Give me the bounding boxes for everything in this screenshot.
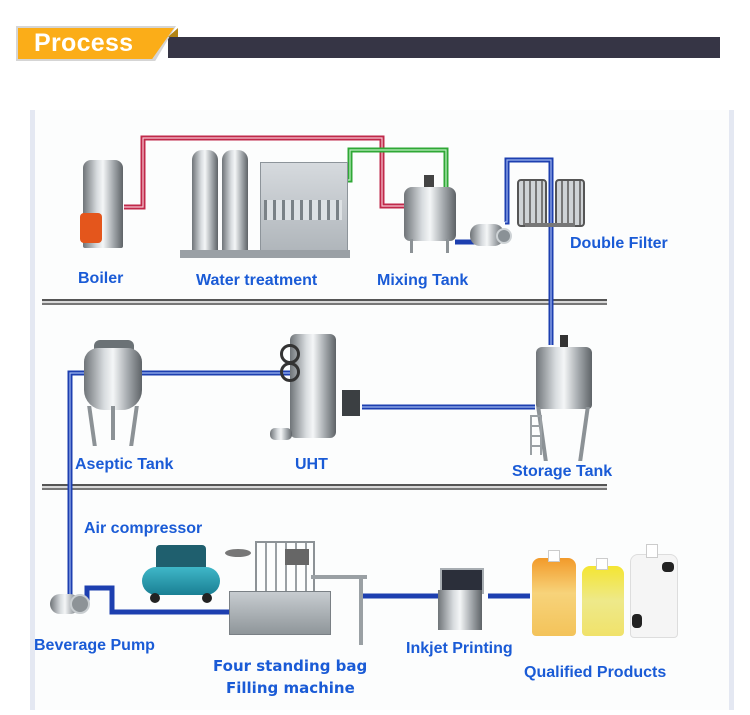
filling-machine-label-line2: Filling machine: [226, 679, 355, 697]
header-fold: [168, 28, 178, 37]
air-compressor-label: Air compressor: [84, 520, 203, 537]
beverage-pump-image: [50, 590, 90, 624]
mixing-tank-image: [402, 175, 458, 255]
page-title: Process: [34, 29, 134, 57]
qualified-products-image: [530, 540, 680, 640]
water-treatment-image: [180, 150, 350, 262]
mixing-tank-label: Mixing Tank: [377, 272, 469, 289]
boiler-label: Boiler: [78, 270, 124, 287]
aseptic-tank-image: [84, 340, 144, 450]
air-compressor-image: [142, 545, 220, 607]
filling-machine-image: [225, 535, 370, 647]
beverage-pump-label: Beverage Pump: [34, 637, 155, 654]
double-filter-label: Double Filter: [570, 235, 668, 252]
storage-tank-image: [530, 335, 594, 463]
uht-label: UHT: [295, 456, 328, 473]
row-divider: [42, 299, 607, 305]
header-bar: [168, 37, 720, 58]
boiler-image: [80, 158, 126, 250]
inkjet-printer-image: [434, 568, 488, 632]
section-header: Process: [16, 26, 720, 62]
filling-machine-label-line1: Four standing bag: [213, 657, 368, 675]
header-tab: [18, 28, 174, 59]
uht-image: [270, 334, 362, 446]
row-divider: [42, 484, 607, 490]
storage-tank-label: Storage Tank: [512, 463, 613, 480]
pump-image: [470, 220, 512, 260]
qualified-products-label: Qualified Products: [524, 664, 667, 681]
aseptic-tank-label: Aseptic Tank: [75, 456, 174, 473]
inkjet-printing-label: Inkjet Printing: [406, 640, 513, 657]
double-filter-image: [515, 175, 585, 233]
water-treatment-label: Water treatment: [196, 272, 318, 289]
